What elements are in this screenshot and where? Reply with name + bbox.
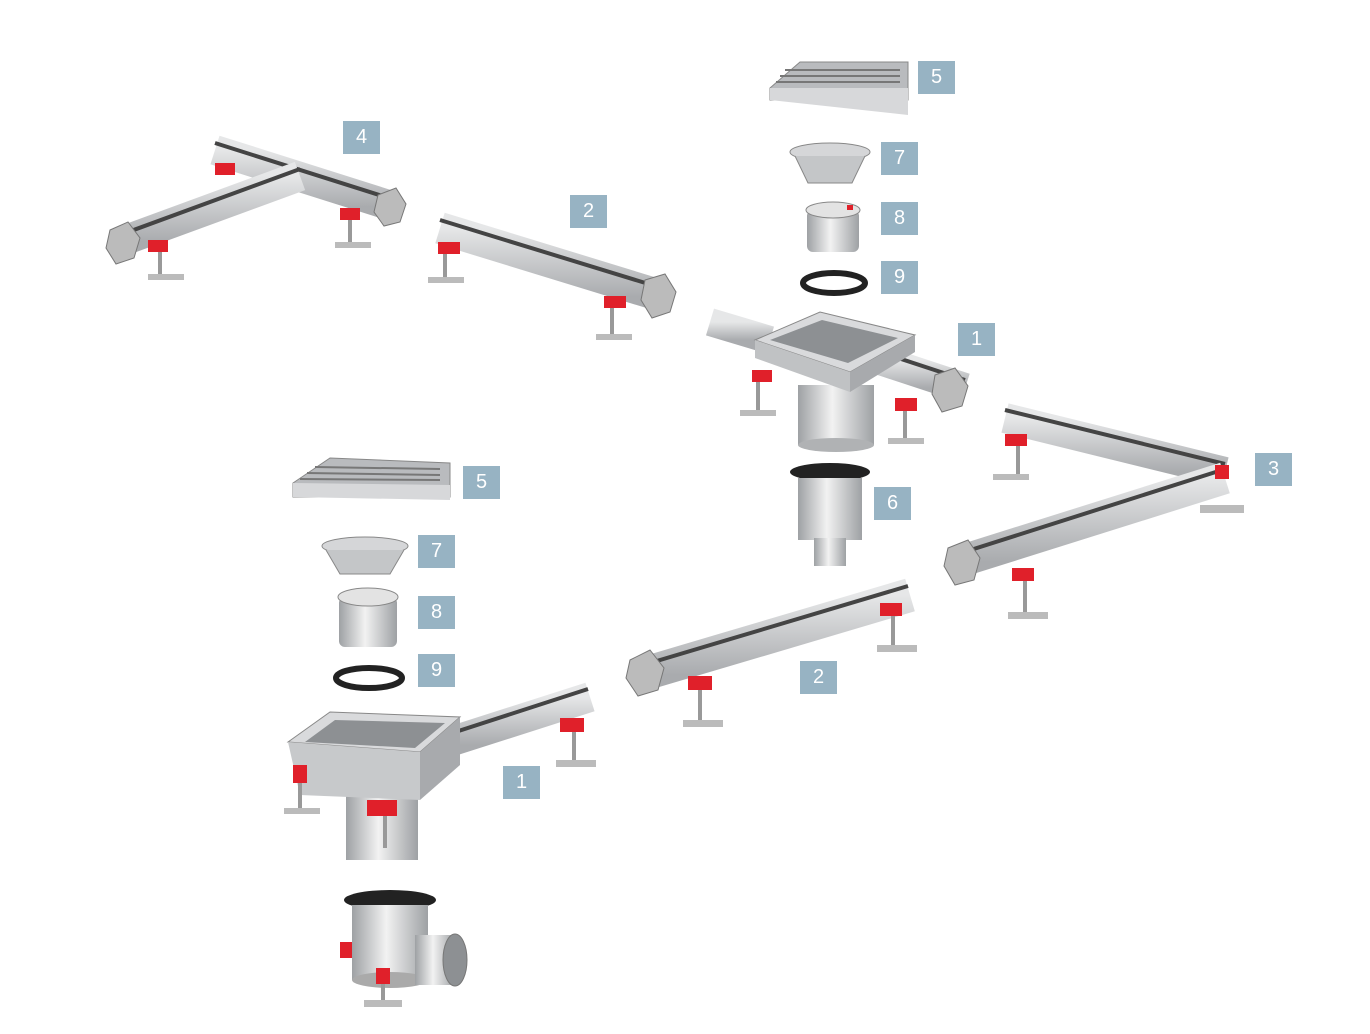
side-outlet-trap xyxy=(340,890,468,1007)
odour-trap-part-8-lower xyxy=(337,587,399,647)
part-label-2: 2 xyxy=(570,195,607,228)
corner-channel-part-3 xyxy=(943,403,1244,619)
part-label-2: 2 xyxy=(800,661,837,694)
part-label-9: 9 xyxy=(418,654,455,687)
t-channel-part-4 xyxy=(105,135,407,280)
part-label-6: 6 xyxy=(874,487,911,520)
straight-channel-part-2-upper xyxy=(428,212,677,340)
grate-part-5-lower xyxy=(292,457,451,500)
part-label-7: 7 xyxy=(881,142,918,175)
drain-body-part-1-upper xyxy=(705,308,970,452)
drain-body-part-1-lower xyxy=(284,682,596,860)
seal-ring-part-9-lower xyxy=(333,665,405,691)
basket-part-7-lower xyxy=(321,536,409,575)
part-label-1: 1 xyxy=(958,323,995,356)
part-label-5: 5 xyxy=(463,466,500,499)
part-label-8: 8 xyxy=(418,596,455,629)
odour-trap-part-8-upper xyxy=(805,201,861,252)
part-label-1: 1 xyxy=(503,766,540,799)
part-label-3: 3 xyxy=(1255,453,1292,486)
basket-part-7-upper xyxy=(789,142,871,184)
part-label-8: 8 xyxy=(881,202,918,235)
part-label-7: 7 xyxy=(418,535,455,568)
straight-channel-part-2-lower xyxy=(625,578,917,727)
part-label-4: 4 xyxy=(343,121,380,154)
grate-part-5-upper xyxy=(769,61,909,115)
part-label-9: 9 xyxy=(881,261,918,294)
outlet-part-6 xyxy=(790,463,870,566)
seal-ring-part-9-upper xyxy=(800,270,868,296)
part-label-5: 5 xyxy=(918,61,955,94)
